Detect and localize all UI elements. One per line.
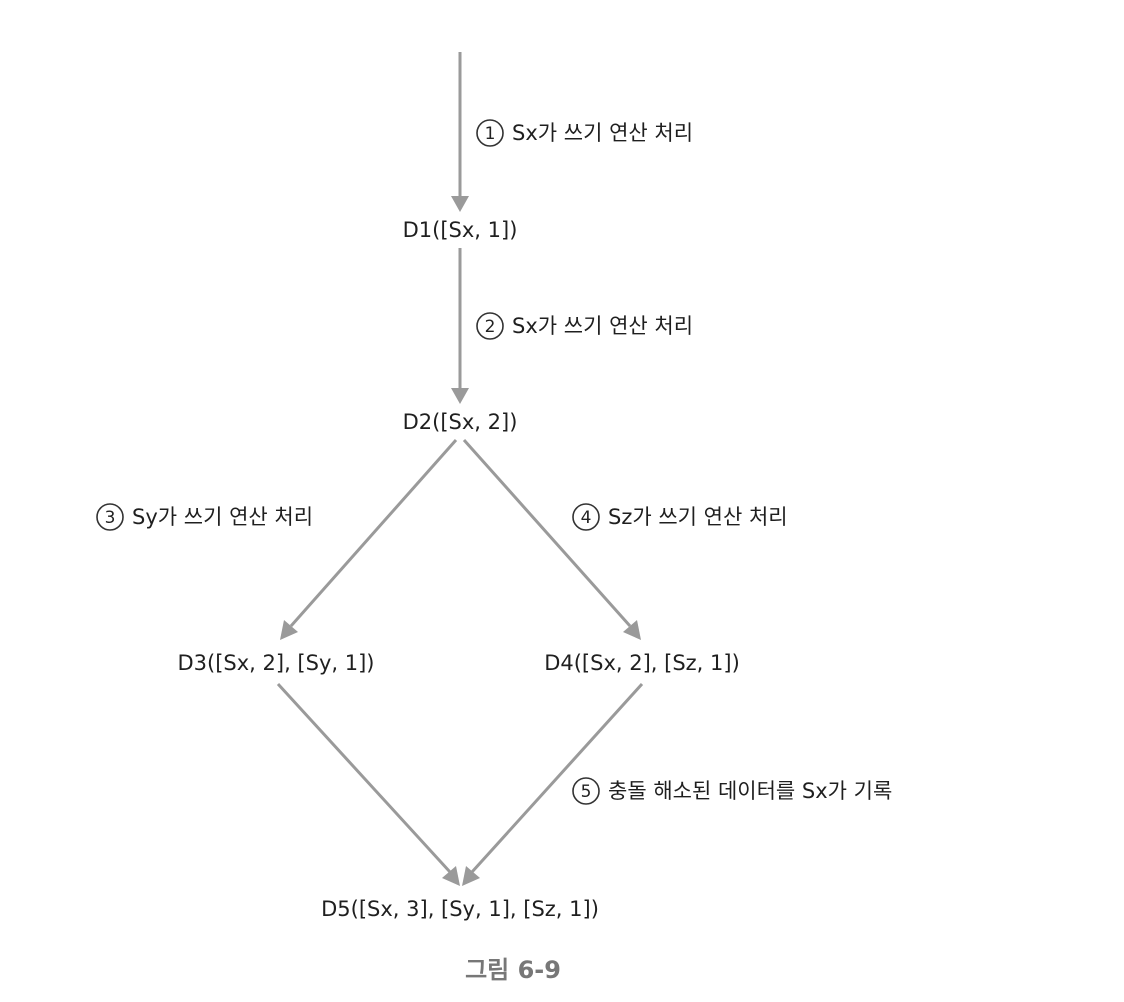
edge-label-text: Sx가 쓰기 연산 처리: [512, 121, 693, 145]
edge-line: [289, 439, 458, 627]
edge-label-text: 충돌 해소된 데이터를 Sx가 기록: [608, 779, 892, 803]
edge-label-text: Sx가 쓰기 연산 처리: [512, 314, 693, 338]
arrow-head: [623, 620, 641, 640]
arrow-head: [280, 620, 298, 640]
edge-label-text: Sz가 쓰기 연산 처리: [608, 505, 788, 529]
step-number-icon: [572, 777, 600, 805]
edge-d2-to-d4: [462, 439, 641, 640]
edge-label-3: 3 Sy가 쓰기 연산 처리: [96, 503, 313, 531]
step-number-icon: [476, 119, 504, 147]
edge-start-to-d1: [451, 52, 469, 212]
edge-label-1: 1 Sx가 쓰기 연산 처리: [476, 119, 693, 147]
edge-label-2: 2 Sx가 쓰기 연산 처리: [476, 312, 693, 340]
arrow-head: [451, 388, 469, 404]
edge-d4-to-d5: [462, 682, 644, 886]
step-number: 2: [485, 317, 496, 337]
edge-line: [276, 682, 452, 874]
node-d2: D2([Sx, 2]): [403, 410, 518, 434]
step-number: 3: [105, 508, 116, 528]
node-d4: D4([Sx, 2], [Sz, 1]): [544, 651, 740, 675]
step-number: 5: [581, 782, 592, 802]
edge-d3-to-d5: [276, 682, 460, 886]
node-d3: D3([Sx, 2], [Sy, 1]): [178, 651, 375, 675]
edge-d2-to-d3: [280, 439, 458, 640]
node-d1: D1([Sx, 1]): [403, 218, 518, 242]
step-number: 1: [485, 124, 496, 144]
edge-label-text: Sy가 쓰기 연산 처리: [132, 505, 313, 529]
edge-label-5: 5 충돌 해소된 데이터를 Sx가 기록: [572, 777, 892, 805]
step-number-icon: [96, 503, 124, 531]
edge-line: [470, 682, 644, 874]
node-d5: D5([Sx, 3], [Sy, 1], [Sz, 1]): [321, 897, 599, 921]
figure-caption: 그림 6-9: [465, 956, 561, 984]
arrow-head: [462, 866, 480, 886]
edge-label-4: 4 Sz가 쓰기 연산 처리: [572, 503, 788, 531]
step-number-icon: [476, 312, 504, 340]
step-number-icon: [572, 503, 600, 531]
arrow-head: [442, 866, 460, 886]
arrow-head: [451, 196, 469, 212]
step-number: 4: [581, 508, 592, 528]
edge-line: [462, 439, 632, 627]
edge-d1-to-d2: [451, 248, 469, 404]
